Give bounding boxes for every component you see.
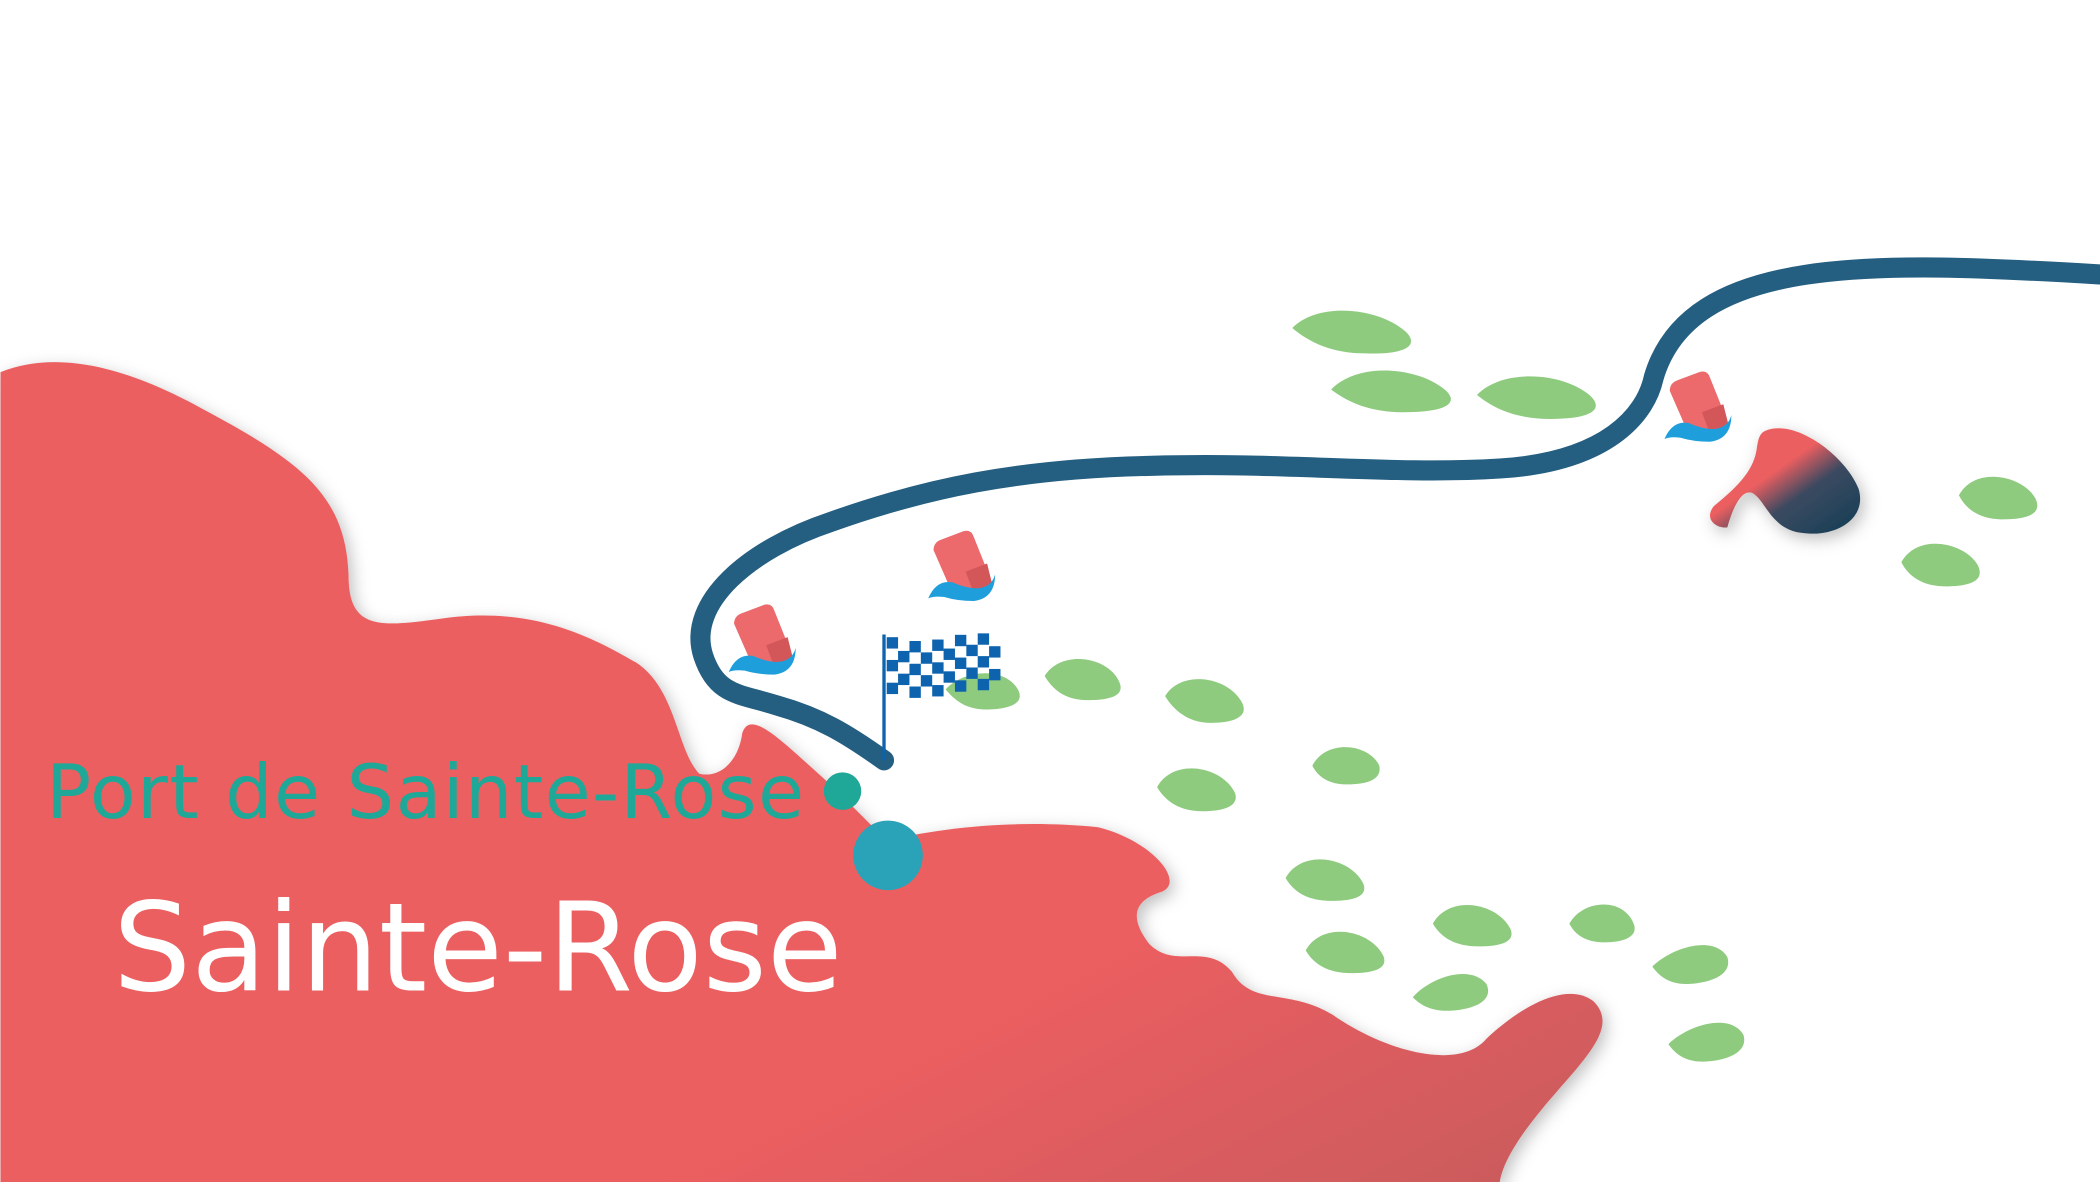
tree-icon bbox=[1477, 376, 1596, 419]
flag-cell bbox=[977, 678, 990, 691]
flag-cell bbox=[943, 671, 955, 683]
flag-cell bbox=[886, 682, 899, 695]
vegetation bbox=[945, 310, 2038, 1062]
flag-cell bbox=[932, 685, 944, 697]
flag-cell bbox=[932, 639, 944, 651]
tree-icon bbox=[1305, 931, 1385, 974]
flag-cell bbox=[966, 644, 978, 657]
flag-cell bbox=[989, 646, 1001, 658]
tree-icon bbox=[1412, 973, 1489, 1011]
tree-icon bbox=[1668, 1022, 1745, 1062]
flag-cell bbox=[909, 663, 921, 676]
tree-icon bbox=[1569, 904, 1635, 943]
location-pin-icon bbox=[1710, 428, 1861, 534]
sailing-route bbox=[690, 257, 2100, 771]
flag-cell bbox=[954, 680, 967, 692]
tree-icon bbox=[1165, 679, 1244, 723]
tree-icon bbox=[1044, 658, 1121, 701]
tree-icon bbox=[1292, 310, 1412, 354]
flag-cell bbox=[932, 662, 944, 674]
buoy-icon bbox=[728, 604, 796, 675]
flag-cell bbox=[909, 641, 921, 653]
town-label: Sainte-Rose bbox=[113, 878, 843, 1021]
town-marker[interactable] bbox=[853, 820, 923, 891]
flag-cell bbox=[977, 656, 990, 668]
tree-icon bbox=[1652, 945, 1729, 984]
tree-icon bbox=[1285, 859, 1365, 901]
buoy-icon bbox=[928, 530, 996, 602]
flag-cell bbox=[943, 648, 955, 660]
buoy-icon bbox=[1664, 371, 1732, 442]
flag-cell bbox=[954, 634, 967, 647]
tree-icon bbox=[1331, 370, 1451, 413]
flag-cell bbox=[920, 675, 933, 687]
flag-cell bbox=[886, 637, 899, 649]
tree-icon bbox=[1958, 476, 2038, 520]
tree-icon bbox=[1432, 904, 1512, 947]
flag-cell bbox=[954, 657, 967, 669]
port-label: Port de Sainte-Rose bbox=[46, 748, 805, 836]
flag-cell bbox=[977, 633, 990, 645]
flag-cell bbox=[920, 652, 933, 664]
land-area bbox=[0, 362, 1603, 1182]
flag-cell bbox=[898, 673, 910, 686]
checkered-flag-icon bbox=[882, 633, 1001, 761]
flag-cell bbox=[966, 667, 978, 679]
flag-cell bbox=[898, 650, 910, 663]
flag-cell bbox=[989, 668, 1001, 681]
tree-icon bbox=[1312, 747, 1380, 785]
tree-icon bbox=[1901, 543, 1980, 587]
tree-icon bbox=[1157, 768, 1236, 812]
flag-cell bbox=[909, 686, 921, 698]
flag-cell bbox=[886, 659, 899, 672]
port-marker[interactable] bbox=[823, 772, 862, 810]
